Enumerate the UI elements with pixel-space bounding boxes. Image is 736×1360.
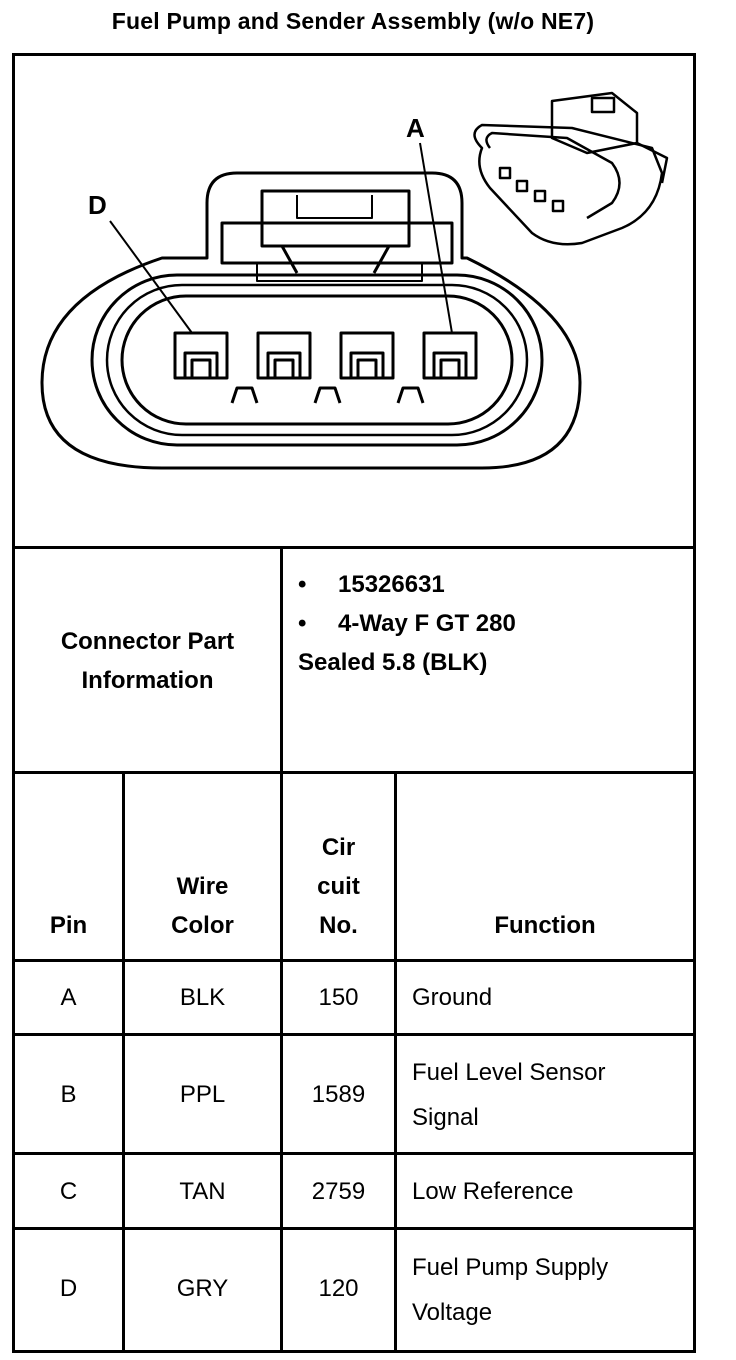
row-a-pin: A bbox=[60, 984, 77, 1011]
pin-cavity-b bbox=[339, 331, 395, 380]
pin-cavity-c bbox=[256, 331, 312, 380]
page-title: Fuel Pump and Sender Assembly (w/o NE7) bbox=[111, 8, 595, 34]
row-a-function: Ground bbox=[412, 984, 493, 1011]
divider-info-vertical bbox=[280, 546, 283, 774]
row-c-pin: C bbox=[59, 1178, 78, 1205]
seal-ring-outer bbox=[90, 273, 544, 447]
connector-info-label: Connector Part Information bbox=[60, 628, 235, 694]
divider-row-a bbox=[12, 1033, 696, 1036]
divider-col-color bbox=[280, 771, 283, 1353]
row-c-function: Low Reference bbox=[412, 1178, 574, 1205]
row-b-function: Fuel Level Sensor Signal bbox=[412, 1059, 606, 1131]
row-d-circuit: 120 bbox=[318, 1275, 359, 1302]
seal-ring-inner bbox=[120, 294, 514, 426]
connector-info-list: •15326631 •4-Way F GT 280 Sealed 5.8 (BL… bbox=[298, 565, 693, 682]
row-a-color: BLK bbox=[179, 984, 226, 1011]
row-d-color: GRY bbox=[176, 1275, 229, 1302]
connector-table-frame bbox=[12, 53, 696, 1353]
connector-info-extra: Sealed 5.8 (BLK) bbox=[298, 649, 488, 676]
divider-header-row bbox=[12, 959, 696, 962]
connector-info-item: •15326631 bbox=[298, 571, 445, 598]
pin-cavity-d bbox=[173, 331, 229, 380]
pin-label-a: A bbox=[406, 113, 425, 143]
header-function: Function bbox=[494, 912, 596, 939]
divider-row-c bbox=[12, 1227, 696, 1230]
leader-line-d bbox=[109, 220, 193, 334]
row-d-pin: D bbox=[59, 1275, 78, 1302]
pin-cavity-a bbox=[422, 331, 478, 380]
divider-diagram-info bbox=[12, 546, 696, 549]
row-b-color: PPL bbox=[179, 1081, 226, 1108]
row-c-circuit: 2759 bbox=[311, 1178, 366, 1205]
divider-col-pin bbox=[122, 771, 125, 1353]
connector-3d-sketch bbox=[473, 91, 669, 246]
leader-line-a bbox=[419, 142, 453, 334]
divider-col-circuit bbox=[394, 771, 397, 1353]
connector-diagram: A D bbox=[40, 91, 669, 470]
pin-label-d: D bbox=[88, 190, 107, 220]
divider-info-table bbox=[12, 771, 696, 774]
divider-row-b bbox=[12, 1152, 696, 1155]
connector-latch bbox=[260, 189, 411, 248]
row-d-function: Fuel Pump Supply Voltage bbox=[412, 1254, 609, 1326]
connector-info-item: •4-Way F GT 280 bbox=[298, 610, 516, 637]
header-wire-color: Wire Color bbox=[171, 873, 234, 939]
row-b-circuit: 1589 bbox=[311, 1081, 366, 1108]
connector-housing-outline bbox=[40, 171, 582, 470]
header-pin: Pin bbox=[49, 912, 88, 939]
row-c-color: TAN bbox=[179, 1178, 226, 1205]
seal-ring-middle bbox=[105, 283, 529, 437]
row-a-circuit: 150 bbox=[318, 984, 359, 1011]
row-b-pin: B bbox=[60, 1081, 77, 1108]
header-circuit: Cir cuit No. bbox=[317, 834, 360, 939]
